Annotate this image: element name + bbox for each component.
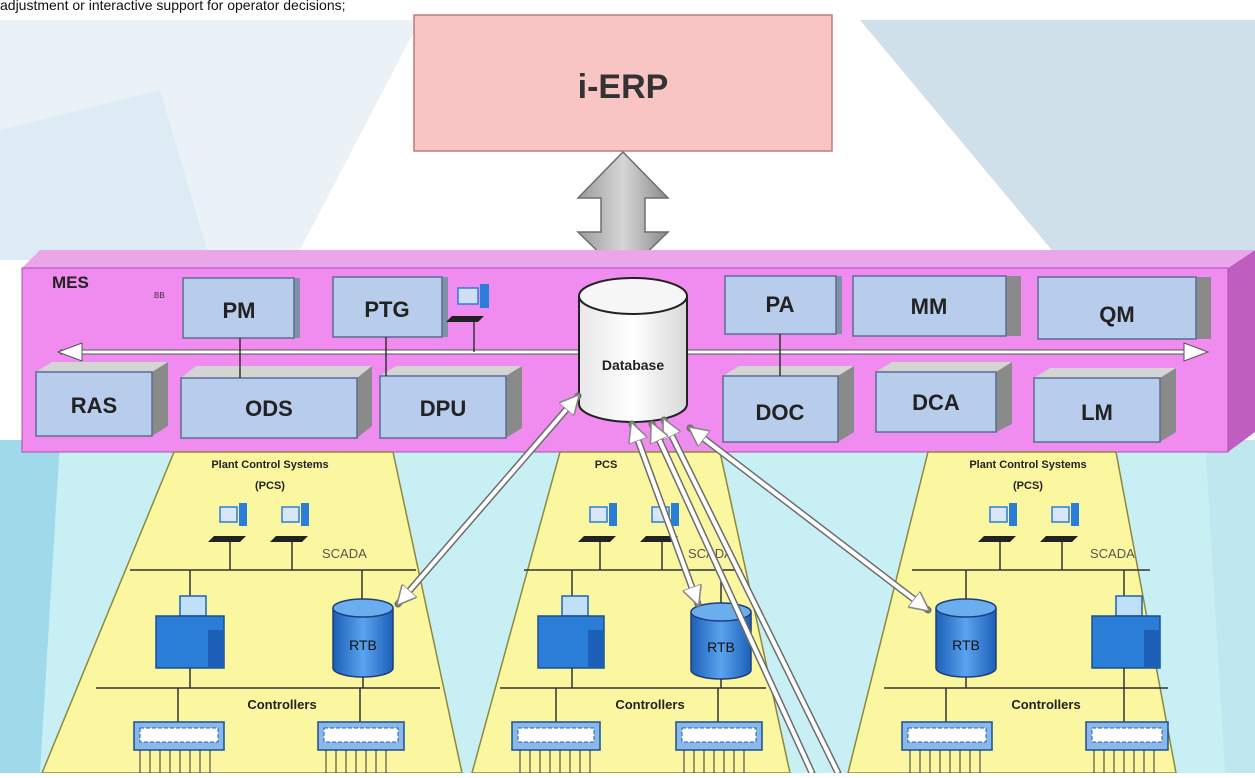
db-rtb-connectors bbox=[394, 392, 932, 777]
rtb-label: RTB bbox=[707, 639, 735, 655]
module-label: MM bbox=[911, 294, 948, 319]
pcs-panel-1: Plant Control Systems (PCS) SCADA RTB C bbox=[40, 451, 463, 774]
module-label: RAS bbox=[71, 393, 117, 418]
module-label: ODS bbox=[245, 396, 293, 421]
module-label: DCA bbox=[912, 390, 960, 415]
mes-module-qm: QM bbox=[1037, 276, 1211, 340]
mes-module-ods: ODS bbox=[180, 352, 372, 439]
controller-rack-icon bbox=[675, 721, 763, 773]
controllers-label: Controllers bbox=[1011, 697, 1080, 712]
scada-label: SCADA bbox=[1090, 546, 1135, 561]
workstation-icon bbox=[270, 503, 309, 542]
module-label: PTG bbox=[364, 297, 409, 322]
database-cylinder: Database bbox=[578, 277, 688, 423]
module-label: QM bbox=[1099, 302, 1134, 327]
workstation-icon bbox=[578, 503, 617, 542]
erp-label: i-ERP bbox=[578, 68, 669, 106]
rtb-cylinder: RTB bbox=[935, 598, 997, 678]
controllers-label: Controllers bbox=[247, 697, 316, 712]
controller-rack-icon bbox=[901, 721, 993, 773]
pcs-title: Plant Control Systems bbox=[211, 459, 328, 471]
module-label: DOC bbox=[756, 400, 805, 425]
workstation-icon bbox=[978, 503, 1017, 542]
controller-rack-icon bbox=[511, 721, 601, 773]
mes-label: MES bbox=[52, 273, 89, 292]
server-computer-icon bbox=[1091, 595, 1161, 669]
module-label: LM bbox=[1081, 400, 1113, 425]
mes-module-dca: DCA bbox=[875, 362, 1012, 433]
pcs-title: Plant Control Systems bbox=[969, 459, 1086, 471]
connector-arrow bbox=[690, 428, 928, 610]
pcs-title: PCS bbox=[595, 459, 618, 471]
module-label: DPU bbox=[420, 396, 466, 421]
rtb-label: RTB bbox=[952, 637, 980, 653]
workstation-icon bbox=[1040, 503, 1079, 542]
mes-module-mm: MM bbox=[852, 275, 1021, 337]
mes-module-ptg: PTG bbox=[332, 276, 448, 352]
rtb-cylinder: RTB bbox=[332, 598, 394, 678]
controller-rack-icon bbox=[317, 721, 405, 773]
caption-text: adjustment or interactive support for op… bbox=[0, 0, 346, 13]
controllers-label: Controllers bbox=[615, 697, 684, 712]
module-label: PM bbox=[223, 298, 256, 323]
database-label: Database bbox=[602, 357, 664, 373]
mes-module-lm: LM bbox=[1033, 368, 1176, 443]
server-computer-icon bbox=[155, 595, 225, 669]
workstation-icon bbox=[208, 503, 247, 542]
connector-arrow bbox=[398, 396, 578, 604]
controller-rack-icon bbox=[133, 721, 225, 773]
erp-box: i-ERP bbox=[413, 14, 833, 152]
pcs-subtitle: (PCS) bbox=[255, 480, 285, 492]
scada-label: SCADA bbox=[322, 546, 367, 561]
mes-workstation bbox=[446, 284, 489, 352]
pcs-subtitle: (PCS) bbox=[1013, 480, 1043, 492]
mes-tag: BB bbox=[154, 291, 165, 300]
mes-module-pa: PA bbox=[724, 275, 842, 352]
mes-module-pm: PM bbox=[182, 277, 300, 352]
module-label: PA bbox=[766, 292, 795, 317]
rtb-label: RTB bbox=[349, 637, 377, 653]
controller-rack-icon bbox=[1085, 721, 1169, 773]
mes-module-ras: RAS bbox=[35, 362, 168, 437]
